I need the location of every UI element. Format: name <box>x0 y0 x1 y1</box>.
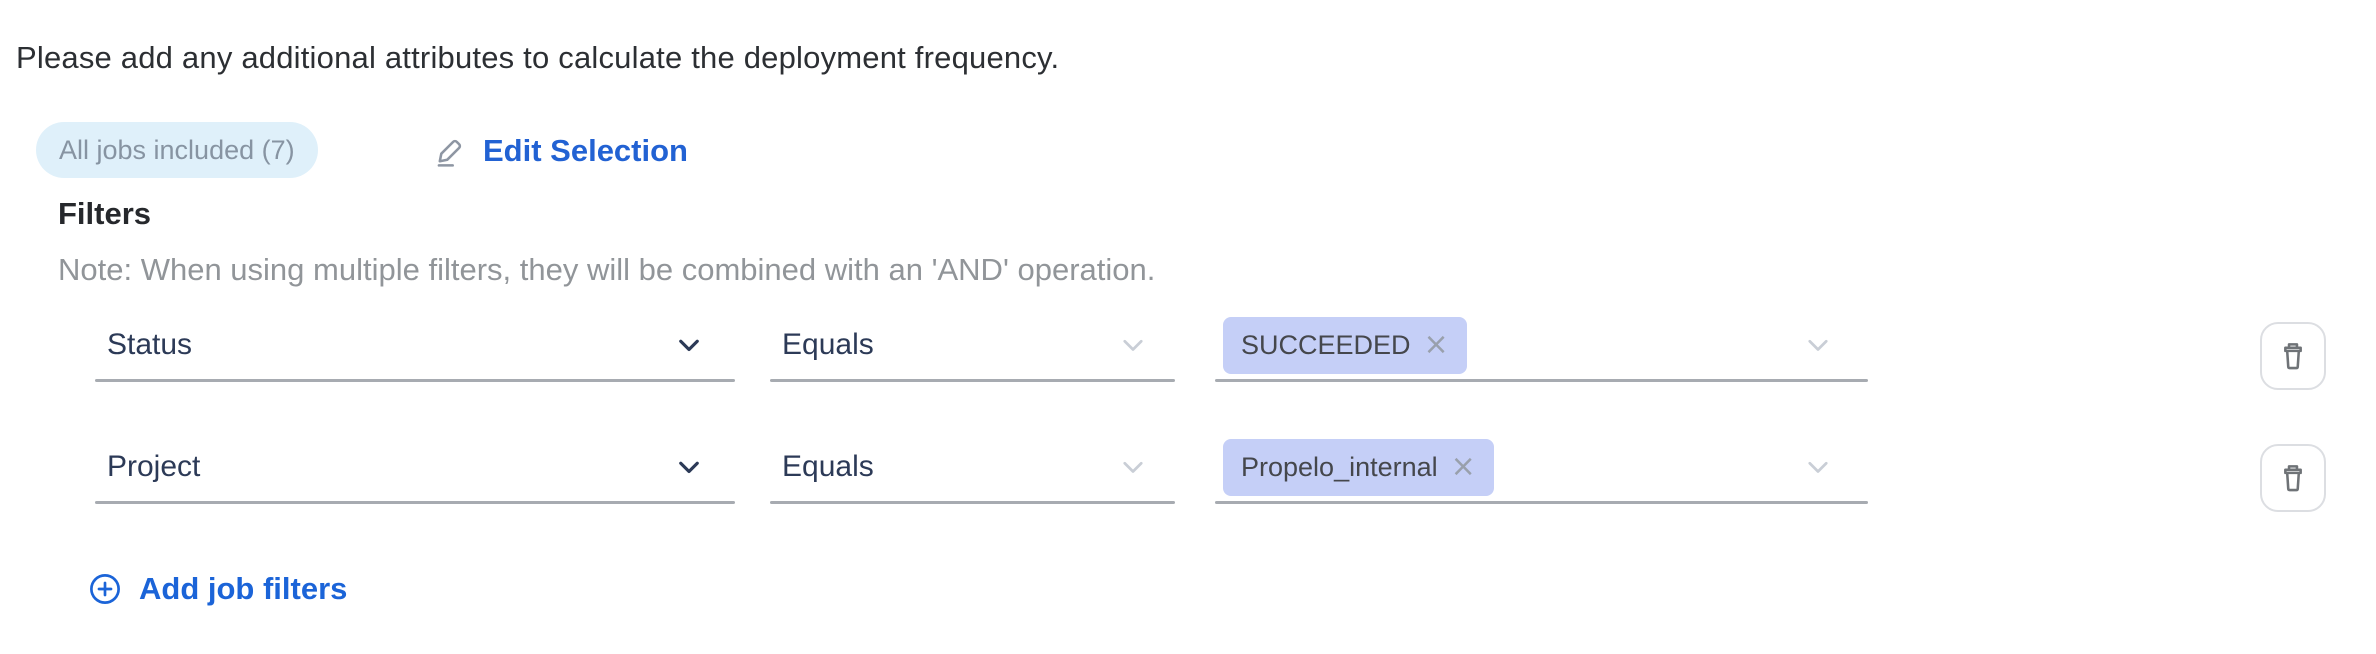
chevron-down-icon <box>1800 327 1836 363</box>
jobs-included-badge: All jobs included (7) <box>36 122 318 178</box>
delete-filter-button[interactable] <box>2260 322 2326 390</box>
field-select[interactable]: Project <box>95 430 735 504</box>
value-tag: SUCCEEDED × <box>1223 316 1467 374</box>
chevron-down-icon <box>671 327 707 363</box>
trash-icon <box>2276 459 2310 497</box>
edit-selection-button[interactable]: Edit Selection <box>432 126 688 176</box>
close-icon[interactable]: × <box>1423 327 1449 362</box>
value-tag-label: SUCCEEDED <box>1241 329 1411 360</box>
field-select-value: Status <box>107 328 193 361</box>
chevron-down-icon <box>1115 327 1151 363</box>
filters-heading: Filters <box>58 196 152 231</box>
operator-select[interactable]: Equals <box>770 308 1175 382</box>
operator-select-value: Equals <box>782 328 874 361</box>
add-job-filters-label: Add job filters <box>139 571 348 606</box>
chevron-down-icon <box>1800 449 1836 485</box>
close-icon[interactable]: × <box>1450 449 1476 484</box>
chevron-down-icon <box>671 449 707 485</box>
add-job-filters-button[interactable]: Add job filters <box>86 570 347 608</box>
edit-selection-label: Edit Selection <box>483 133 688 168</box>
chevron-down-icon <box>1115 449 1151 485</box>
value-tag-label: Propelo_internal <box>1241 451 1438 482</box>
value-tag: Propelo_internal × <box>1223 438 1494 496</box>
filters-note: Note: When using multiple filters, they … <box>58 252 1156 287</box>
plus-circle-icon <box>86 570 124 608</box>
intro-text: Please add any additional attributes to … <box>16 40 1060 75</box>
field-select[interactable]: Status <box>95 308 735 382</box>
operator-select[interactable]: Equals <box>770 430 1175 504</box>
field-select-value: Project <box>107 450 201 483</box>
operator-select-value: Equals <box>782 450 874 483</box>
filter-row: Project Equals Propelo_internal × <box>0 430 2376 504</box>
delete-filter-button[interactable] <box>2260 444 2326 512</box>
filter-row: Status Equals SUCCEEDED × <box>0 308 2376 382</box>
jobs-included-label: All jobs included (7) <box>59 134 295 165</box>
edit-icon <box>432 133 468 169</box>
trash-icon <box>2276 337 2310 375</box>
value-select[interactable]: Propelo_internal × <box>1215 430 1868 504</box>
value-select[interactable]: SUCCEEDED × <box>1215 308 1868 382</box>
